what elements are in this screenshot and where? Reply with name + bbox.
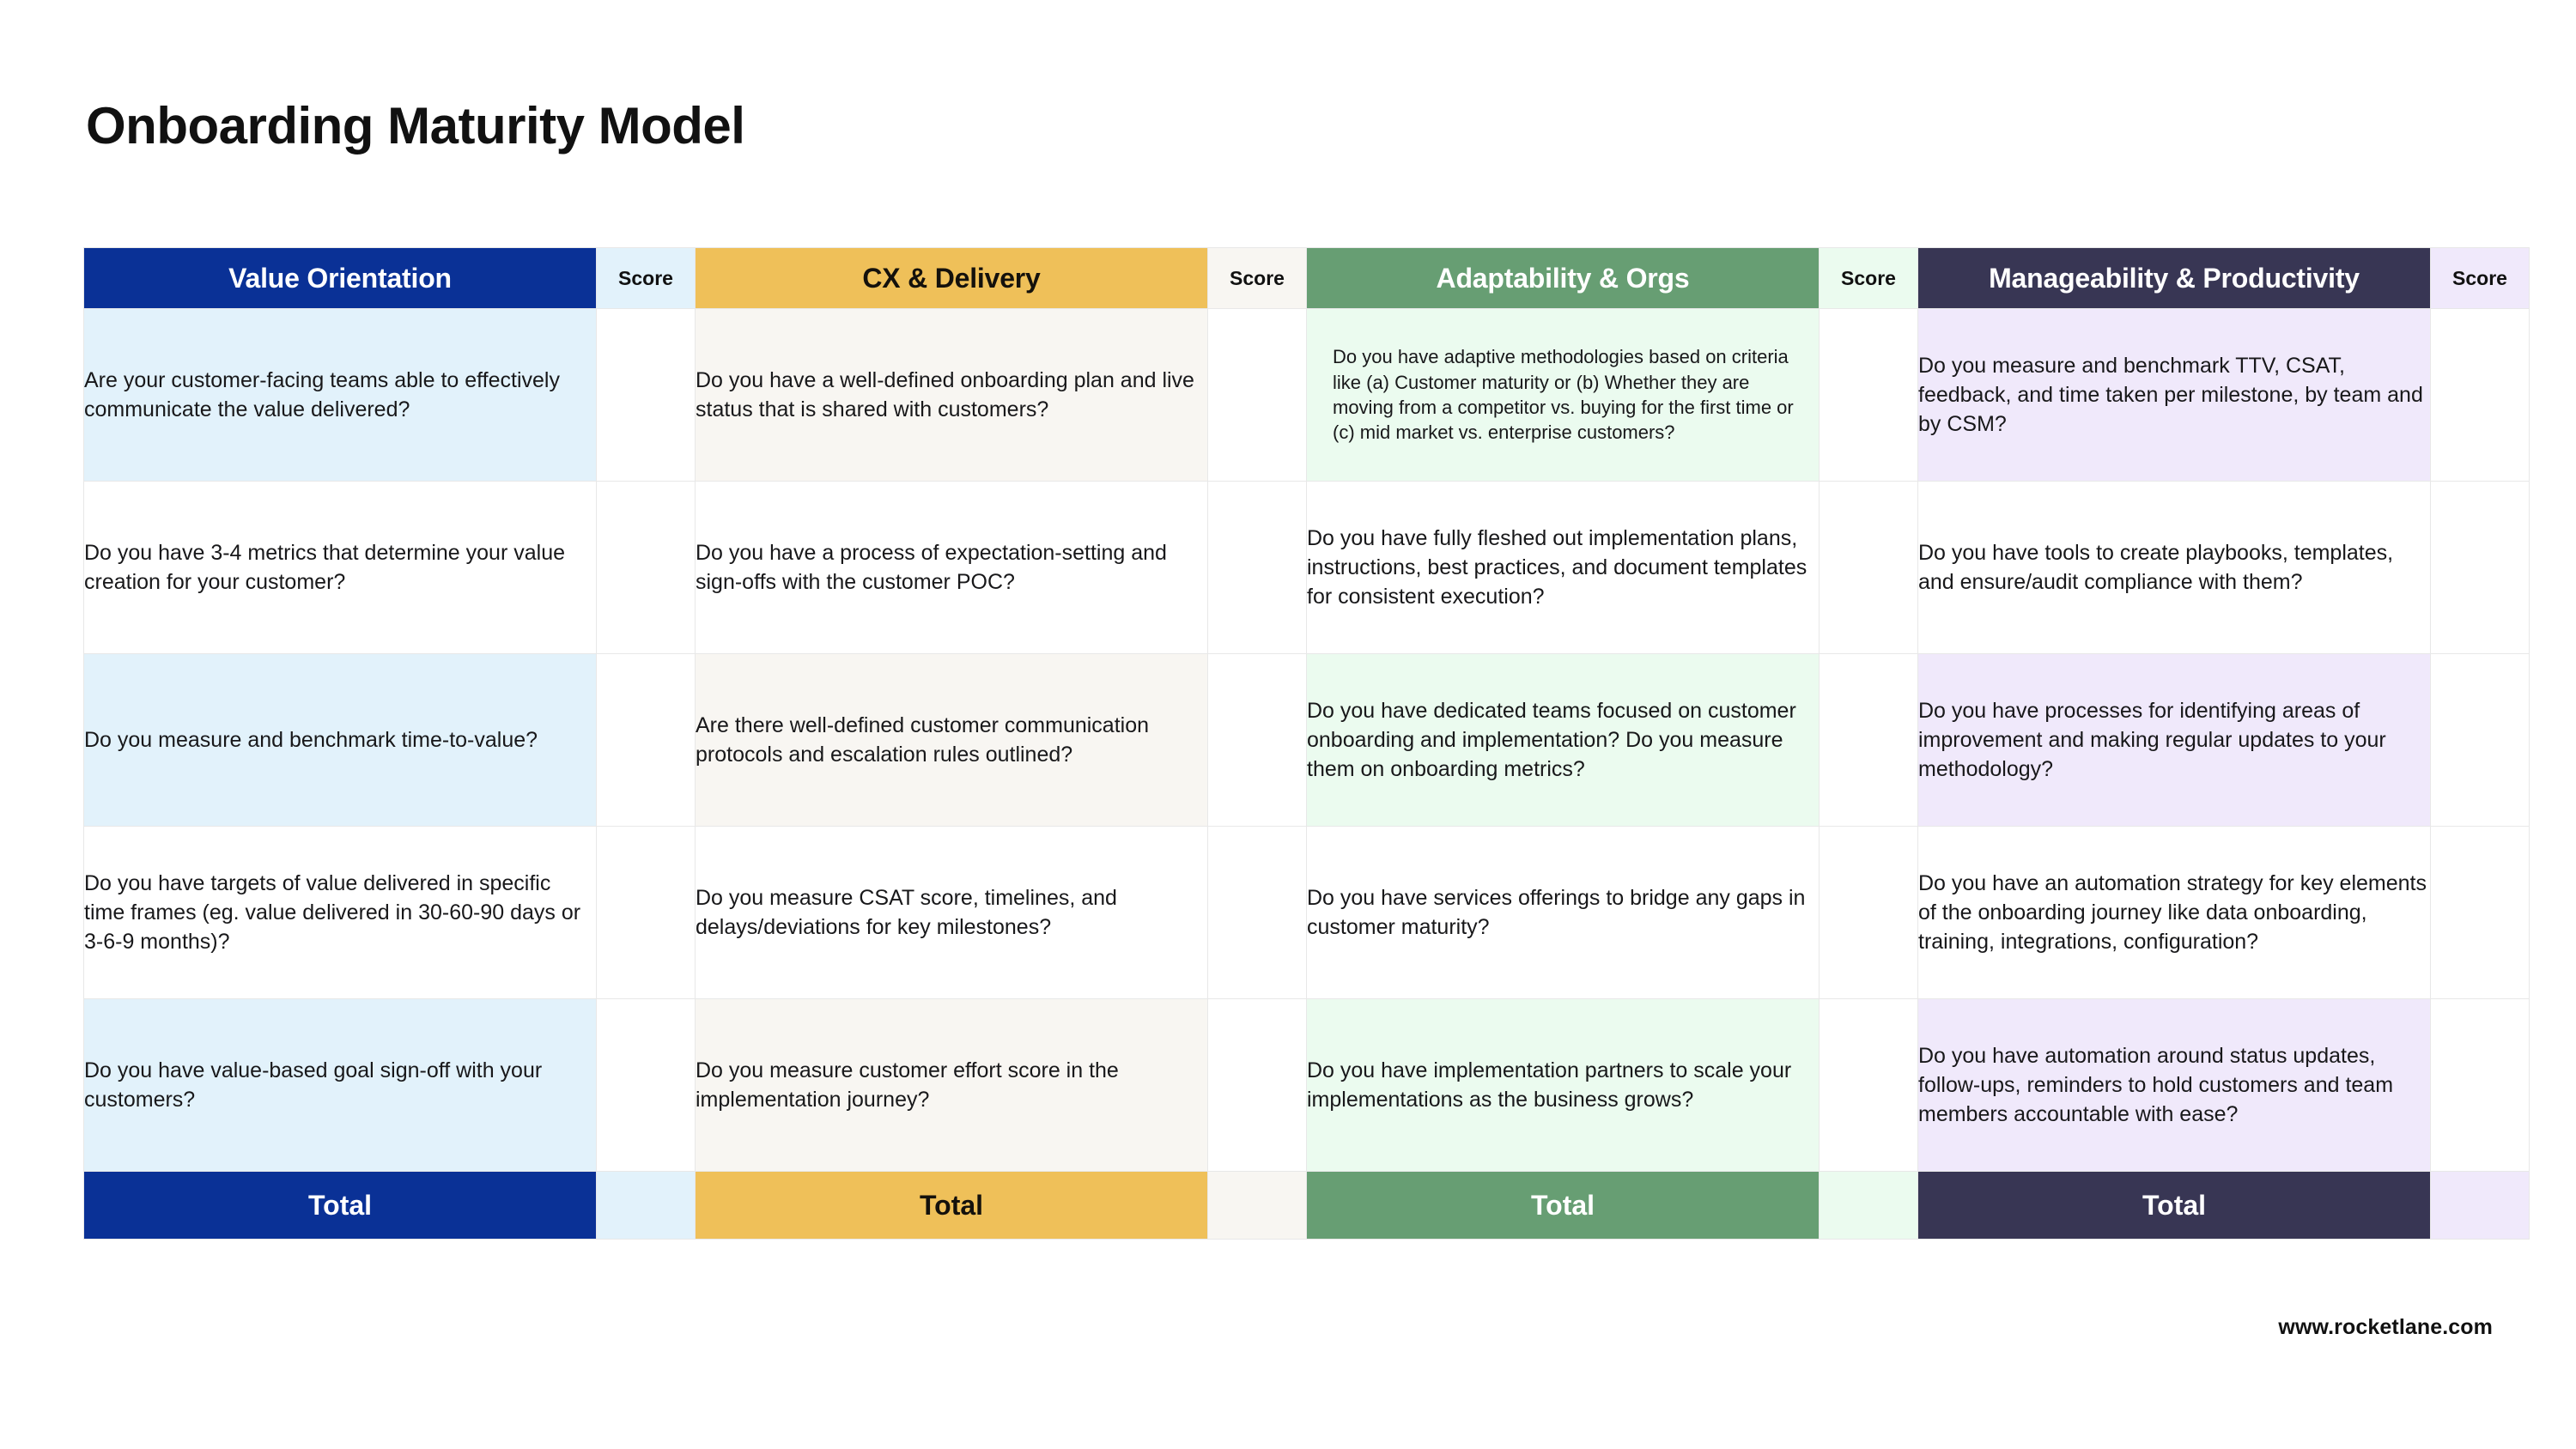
column-header-adaptability-orgs: Adaptability & Orgs [1306, 247, 1820, 309]
question-cell: Do you measure customer effort score in … [695, 998, 1208, 1172]
table-row: Do you have value-based goal sign-off wi… [83, 998, 2530, 1172]
table-header-row: Value Orientation Score CX & Delivery Sc… [83, 247, 2530, 309]
score-input-cell[interactable] [1819, 308, 1918, 482]
score-input-cell[interactable] [1819, 653, 1918, 827]
table-row: Do you have targets of value delivered i… [83, 826, 2530, 999]
question-cell: Do you have value-based goal sign-off wi… [83, 998, 597, 1172]
score-input-cell[interactable] [596, 826, 696, 999]
score-input-cell[interactable] [2430, 826, 2530, 999]
question-cell: Do you have services offerings to bridge… [1306, 826, 1820, 999]
total-label-value-orientation: Total [83, 1171, 597, 1240]
total-score-value-orientation[interactable] [596, 1171, 696, 1240]
total-label-manageability-productivity: Total [1917, 1171, 2431, 1240]
question-cell: Do you have fully fleshed out implementa… [1306, 481, 1820, 654]
score-input-cell[interactable] [1207, 308, 1307, 482]
question-cell: Are your customer-facing teams able to e… [83, 308, 597, 482]
table-row: Are your customer-facing teams able to e… [83, 308, 2530, 482]
column-header-manageability-productivity: Manageability & Productivity [1917, 247, 2431, 309]
question-cell: Do you have implementation partners to s… [1306, 998, 1820, 1172]
column-header-cx-delivery: CX & Delivery [695, 247, 1208, 309]
question-cell: Do you have automation around status upd… [1917, 998, 2431, 1172]
question-cell: Do you have processes for identifying ar… [1917, 653, 2431, 827]
table-row: Do you measure and benchmark time-to-val… [83, 653, 2530, 827]
score-input-cell[interactable] [2430, 308, 2530, 482]
score-input-cell[interactable] [1207, 481, 1307, 654]
score-header-adaptability-orgs: Score [1819, 247, 1918, 309]
score-input-cell[interactable] [1819, 998, 1918, 1172]
table-row: Do you have 3-4 metrics that determine y… [83, 481, 2530, 654]
question-cell: Are there well-defined customer communic… [695, 653, 1208, 827]
score-input-cell[interactable] [1207, 653, 1307, 827]
score-input-cell[interactable] [596, 998, 696, 1172]
question-cell: Do you have 3-4 metrics that determine y… [83, 481, 597, 654]
total-score-manageability-productivity[interactable] [2430, 1171, 2530, 1240]
question-cell: Do you have a well-defined onboarding pl… [695, 308, 1208, 482]
score-header-manageability-productivity: Score [2430, 247, 2530, 309]
score-input-cell[interactable] [2430, 998, 2530, 1172]
score-input-cell[interactable] [1819, 481, 1918, 654]
total-label-cx-delivery: Total [695, 1171, 1208, 1240]
page-title: Onboarding Maturity Model [86, 97, 745, 155]
score-input-cell[interactable] [596, 653, 696, 827]
score-input-cell[interactable] [596, 308, 696, 482]
question-cell: Do you measure CSAT score, timelines, an… [695, 826, 1208, 999]
question-cell: Do you have dedicated teams focused on c… [1306, 653, 1820, 827]
question-cell: Do you have tools to create playbooks, t… [1917, 481, 2431, 654]
question-cell: Do you have a process of expectation-set… [695, 481, 1208, 654]
total-score-adaptability-orgs[interactable] [1819, 1171, 1918, 1240]
score-input-cell[interactable] [1207, 998, 1307, 1172]
question-cell: Do you have adaptive methodologies based… [1306, 308, 1820, 482]
score-header-value-orientation: Score [596, 247, 696, 309]
maturity-matrix-table: Value Orientation Score CX & Delivery Sc… [83, 247, 2530, 1240]
question-cell: Do you have targets of value delivered i… [83, 826, 597, 999]
score-input-cell[interactable] [1819, 826, 1918, 999]
total-label-adaptability-orgs: Total [1306, 1171, 1820, 1240]
question-cell: Do you measure and benchmark TTV, CSAT, … [1917, 308, 2431, 482]
question-cell: Do you have an automation strategy for k… [1917, 826, 2431, 999]
score-header-cx-delivery: Score [1207, 247, 1307, 309]
score-input-cell[interactable] [2430, 481, 2530, 654]
score-input-cell[interactable] [596, 481, 696, 654]
score-input-cell[interactable] [1207, 826, 1307, 999]
score-input-cell[interactable] [2430, 653, 2530, 827]
website-footer: www.rocketlane.com [2278, 1315, 2493, 1339]
question-cell: Do you measure and benchmark time-to-val… [83, 653, 597, 827]
column-header-value-orientation: Value Orientation [83, 247, 597, 309]
total-row: Total Total Total Total [83, 1171, 2530, 1240]
total-score-cx-delivery[interactable] [1207, 1171, 1307, 1240]
